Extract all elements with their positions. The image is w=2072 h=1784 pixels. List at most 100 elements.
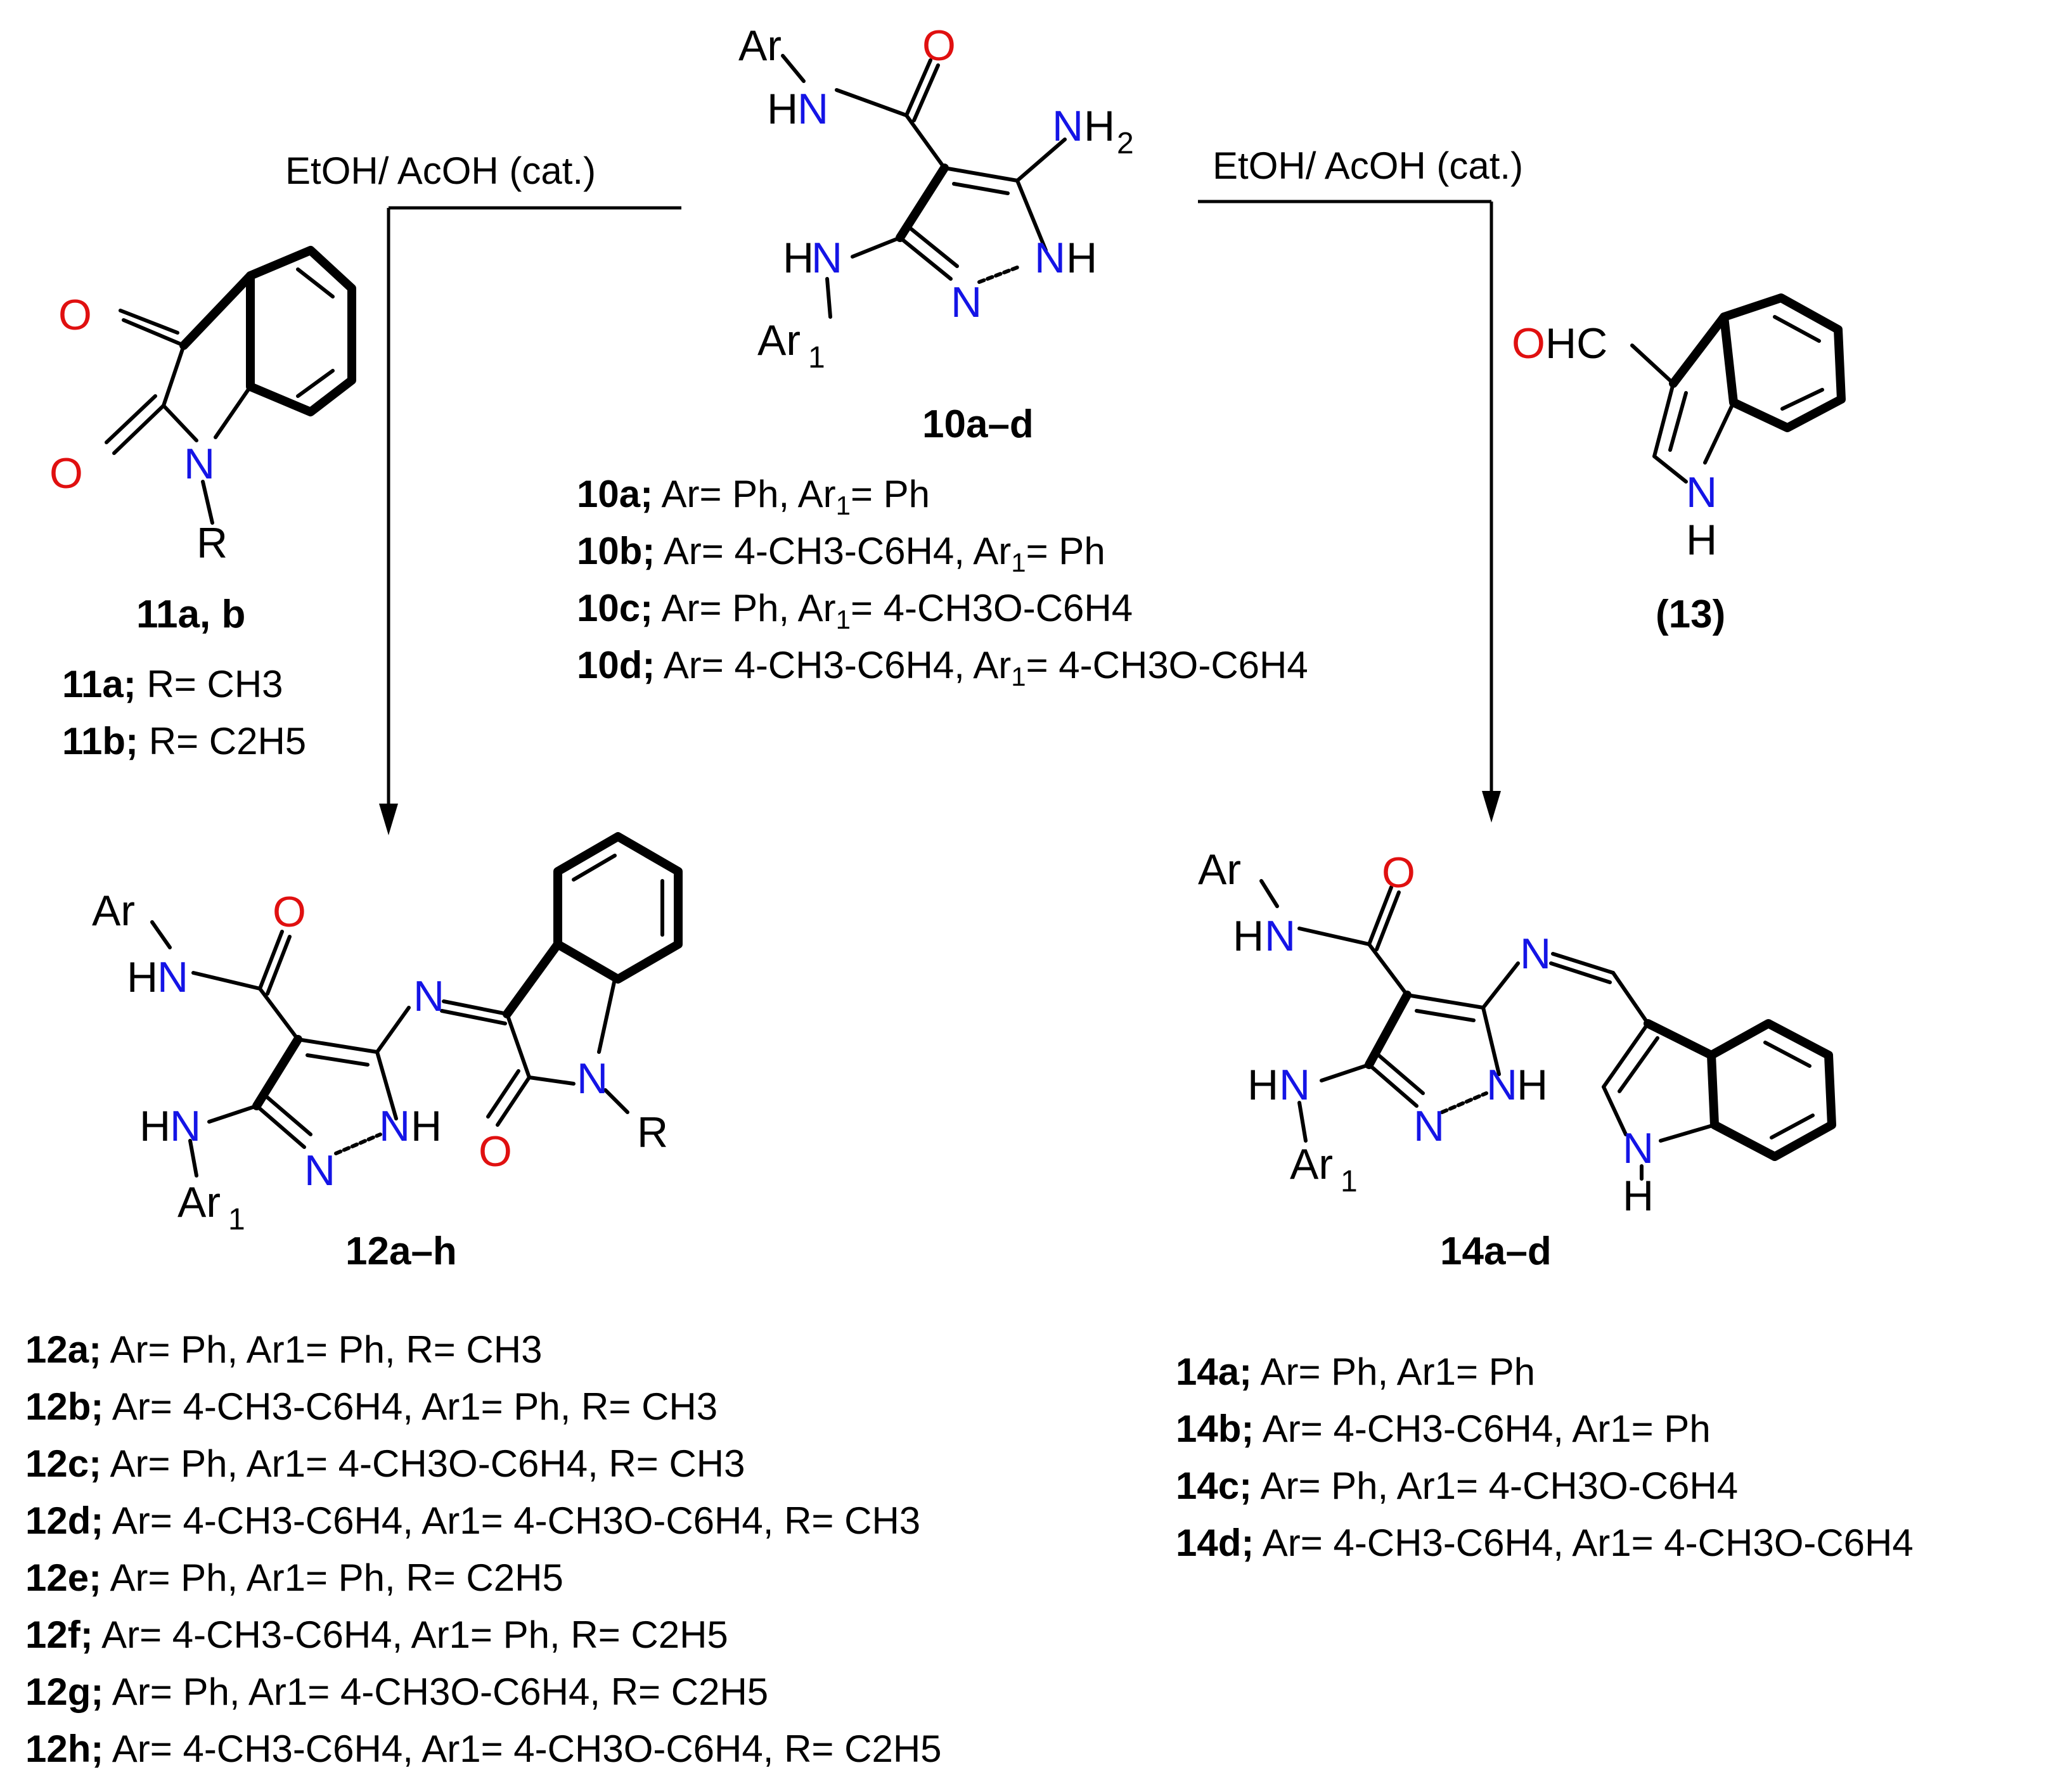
c14-imine-n: N <box>1520 930 1551 978</box>
def10d-ar: Ar= 4-CH3-C6H4, <box>664 644 965 686</box>
c10-ring-n: N <box>951 278 982 326</box>
compound-14-structure <box>1259 879 1836 1181</box>
def10b-ar1-val: = Ph <box>1026 530 1105 572</box>
svg-text:14c; Ar= Ph, Ar1= 4-CH3O-C6H4: 14c; Ar= Ph, Ar1= 4-CH3O-C6H4 <box>1176 1465 1738 1507</box>
svg-text:10b; Ar= 4-CH3-C6H4, Ar1= Ph: 10b; Ar= 4-CH3-C6H4, Ar1= Ph <box>577 530 1105 577</box>
def14a-id: 14a; <box>1176 1351 1252 1393</box>
c14-nh-h: H <box>1247 1061 1278 1109</box>
c12-ring-nh-h: H <box>411 1102 442 1150</box>
c12-amide-h: H <box>127 953 158 1001</box>
def10d-id: 10d; <box>577 644 655 686</box>
compound-13-label: (13) <box>1656 593 1725 636</box>
def10b-id: 10b; <box>577 530 655 572</box>
c12-ar1-label: Ar <box>177 1178 221 1226</box>
compound-13-structure <box>1630 293 1846 484</box>
c13-nh-h: H <box>1686 516 1717 564</box>
left-reaction-conditions: EtOH/ AcOH (cat.) <box>285 150 596 192</box>
def11b-id: 11b; <box>62 720 138 762</box>
def14b-id: 14b; <box>1176 1408 1254 1450</box>
def12e-id: 12e; <box>25 1556 101 1599</box>
c12-oxindole-o: O <box>479 1127 512 1176</box>
compound-11-structure <box>105 246 356 525</box>
compound-10-definitions: 10a; Ar= Ph, Ar1= Ph 10b; Ar= 4-CH3-C6H4… <box>577 473 1308 691</box>
svg-text:12h; Ar= 4-CH3-C6H4, Ar1= 4-CH: 12h; Ar= 4-CH3-C6H4, Ar1= 4-CH3O-C6H4, R… <box>25 1728 942 1770</box>
def14c-text: Ar= Ph, Ar1= 4-CH3O-C6H4 <box>1260 1465 1738 1507</box>
def12d-id: 12d; <box>25 1499 103 1542</box>
c12-ar1-sub: 1 <box>228 1203 245 1236</box>
c11-o1: O <box>58 291 92 339</box>
compound-11-definitions: 11a; R= CH3 11b; R= C2H5 <box>62 663 306 762</box>
def12g-text: Ar= Ph, Ar1= 4-CH3O-C6H4, R= C2H5 <box>112 1671 768 1713</box>
def14d-text: Ar= 4-CH3-C6H4, Ar1= 4-CH3O-C6H4 <box>1263 1522 1914 1564</box>
c11-n: N <box>184 440 215 488</box>
def12d-text: Ar= 4-CH3-C6H4, Ar1= 4-CH3O-C6H4, R= CH3 <box>112 1499 920 1542</box>
svg-text:12d; Ar= 4-CH3-C6H4, Ar1= 4-CH: 12d; Ar= 4-CH3-C6H4, Ar1= 4-CH3O-C6H4, R… <box>25 1499 920 1542</box>
left-reaction-arrow <box>379 206 681 835</box>
compound-12-label: 12a–h <box>345 1229 457 1273</box>
svg-text:12a; Ar= Ph, Ar1= Ph, R= CH3: 12a; Ar= Ph, Ar1= Ph, R= CH3 <box>25 1328 542 1371</box>
compound-10-label: 10a–d <box>922 402 1034 446</box>
def10c-ar1-val: = 4-CH3O-C6H4 <box>851 587 1133 629</box>
c11-o2: O <box>49 449 83 497</box>
c13-hc: HC <box>1545 319 1607 368</box>
svg-text:14d; Ar= 4-CH3-C6H4, Ar1= 4-CH: 14d; Ar= 4-CH3-C6H4, Ar1= 4-CH3O-C6H4 <box>1176 1522 1914 1564</box>
c14-ring-nh-n: N <box>1486 1061 1517 1109</box>
def12c-text: Ar= Ph, Ar1= 4-CH3O-C6H4, R= CH3 <box>110 1442 745 1485</box>
def10a-ar1-val: = Ph <box>851 473 930 515</box>
c12-nh-h: H <box>139 1102 171 1150</box>
c14-ar-label: Ar <box>1198 845 1241 894</box>
def10d-ar1-sub: 1 <box>1011 662 1026 691</box>
svg-text:12e; Ar= Ph, Ar1= Ph, R= C2H5: 12e; Ar= Ph, Ar1= Ph, R= C2H5 <box>25 1556 563 1599</box>
c10-amide-n: N <box>797 85 828 133</box>
def10d-ar1-val: = 4-CH3O-C6H4 <box>1026 644 1308 686</box>
def10c-ar1-sub: 1 <box>836 605 851 634</box>
c12-imine-n: N <box>413 972 444 1020</box>
def10b-ar1: Ar <box>973 530 1011 572</box>
c12-nh-n: N <box>170 1102 201 1150</box>
compound-14-definitions: 14a; Ar= Ph, Ar1= Ph 14b; Ar= 4-CH3-C6H4… <box>1176 1351 1914 1564</box>
c13-n: N <box>1686 468 1717 517</box>
c10-nh-n: N <box>811 234 842 282</box>
c10-ring-nh-h: H <box>1066 234 1097 282</box>
def12b-text: Ar= 4-CH3-C6H4, Ar1= Ph, R= CH3 <box>112 1385 717 1428</box>
svg-text:10c; Ar= Ph, Ar1= 4-CH3O-C6H4: 10c; Ar= Ph, Ar1= 4-CH3O-C6H4 <box>577 587 1133 634</box>
c12-carbonyl-o: O <box>273 888 306 936</box>
def10b-ar1-sub: 1 <box>1011 548 1026 577</box>
def14c-id: 14c; <box>1176 1465 1252 1507</box>
c14-ring-nh-h: H <box>1517 1061 1548 1109</box>
svg-text:11b; R= C2H5: 11b; R= C2H5 <box>62 720 306 762</box>
compound-10-structure <box>781 54 1067 319</box>
def10c-ar1: Ar <box>798 587 836 629</box>
def10a-ar1: Ar <box>798 473 836 515</box>
def10c-ar: Ar= Ph, <box>661 587 789 629</box>
svg-text:12c; Ar= Ph, Ar1= 4-CH3O-C6H4,: 12c; Ar= Ph, Ar1= 4-CH3O-C6H4, R= CH3 <box>25 1442 745 1485</box>
c14-ar1-label: Ar <box>1290 1140 1333 1188</box>
def10a-id: 10a; <box>577 473 653 515</box>
svg-text:12g; Ar= Ph, Ar1= 4-CH3O-C6H4,: 12g; Ar= Ph, Ar1= 4-CH3O-C6H4, R= C2H5 <box>25 1671 768 1713</box>
c14-nh-n: N <box>1279 1061 1310 1109</box>
def14a-text: Ar= Ph, Ar1= Ph <box>1260 1351 1535 1393</box>
right-reaction-conditions: EtOH/ AcOH (cat.) <box>1213 144 1523 187</box>
def12c-id: 12c; <box>25 1442 101 1485</box>
c10-nh2-n: N <box>1052 102 1083 150</box>
c10-nh2-h: H <box>1084 102 1115 150</box>
def10c-id: 10c; <box>577 587 653 629</box>
c10-ar-label: Ar <box>738 22 782 70</box>
def10b-ar: Ar= 4-CH3-C6H4, <box>664 530 965 572</box>
c10-ar1-sub: 1 <box>808 341 825 375</box>
c12-ar-label: Ar <box>92 887 135 935</box>
c10-ring-nh-n: N <box>1034 234 1065 282</box>
c12-r: R <box>637 1108 668 1157</box>
def12a-text: Ar= Ph, Ar1= Ph, R= CH3 <box>110 1328 542 1371</box>
def12h-id: 12h; <box>25 1728 103 1770</box>
svg-text:12f; Ar= 4-CH3-C6H4, Ar1= Ph,: 12f; Ar= 4-CH3-C6H4, Ar1= Ph, R= C2H5 <box>25 1614 728 1656</box>
def12f-text: Ar= 4-CH3-C6H4, Ar1= Ph, R= C2H5 <box>101 1614 728 1656</box>
c14-carbonyl-o: O <box>1382 849 1415 897</box>
svg-text:14b; Ar= 4-CH3-C6H4, Ar1= Ph: 14b; Ar= 4-CH3-C6H4, Ar1= Ph <box>1176 1408 1711 1450</box>
def11b-text: R= C2H5 <box>149 720 306 762</box>
c10-ar1-label: Ar <box>757 316 801 364</box>
c10-nh2-sub: 2 <box>1117 127 1134 160</box>
c14-ar1-sub: 1 <box>1341 1165 1358 1198</box>
def11a-text: R= CH3 <box>146 663 283 705</box>
